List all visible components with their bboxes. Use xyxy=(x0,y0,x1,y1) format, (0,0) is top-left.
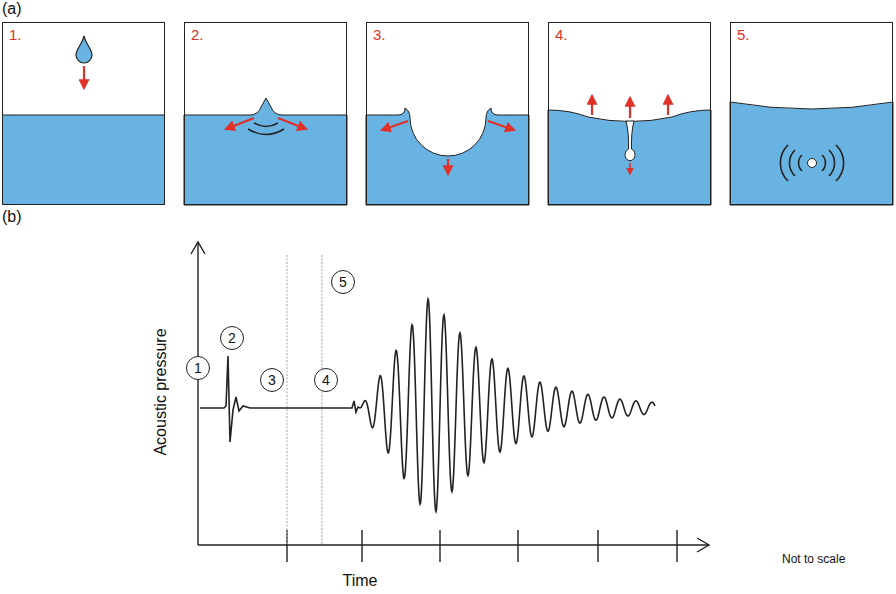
axis-title: Time xyxy=(343,572,378,590)
step-number: 1. xyxy=(9,26,22,43)
callout-number: 5 xyxy=(339,274,347,290)
stage-panel: 3. xyxy=(366,22,529,205)
step-number: 4. xyxy=(555,26,568,43)
step-number: 3. xyxy=(373,26,386,43)
phase-divider xyxy=(287,255,322,545)
callout-number: 3 xyxy=(268,372,276,388)
callout-number: 1 xyxy=(194,360,202,376)
callout-circle: 2 xyxy=(220,326,244,350)
panel-art xyxy=(548,96,711,205)
chart-axes xyxy=(191,242,709,562)
panel-letter: (b) xyxy=(2,208,22,226)
panel-letter: (a) xyxy=(2,0,22,18)
stage-panel: 4. xyxy=(548,22,711,205)
panel-art xyxy=(2,36,165,205)
callout-circle: 5 xyxy=(331,270,355,294)
callout-circle: 3 xyxy=(260,368,284,392)
pressure-waveform xyxy=(200,299,655,511)
step-number: 5. xyxy=(737,26,750,43)
note: Not to scale xyxy=(782,552,845,566)
stage-panel: 5. xyxy=(730,22,893,205)
callout-circle: 1 xyxy=(186,356,210,380)
callout-number: 2 xyxy=(228,330,236,346)
step-number: 2. xyxy=(191,26,204,43)
callout-number: 4 xyxy=(322,372,330,388)
axis-title: Acoustic pressure xyxy=(151,328,169,455)
panel-art xyxy=(366,108,529,205)
panel-art xyxy=(184,98,347,205)
stage-panel: 1. xyxy=(2,22,165,205)
panel-art xyxy=(730,102,893,205)
stage-panel: 2. xyxy=(184,22,347,205)
callout-circle: 4 xyxy=(314,368,338,392)
